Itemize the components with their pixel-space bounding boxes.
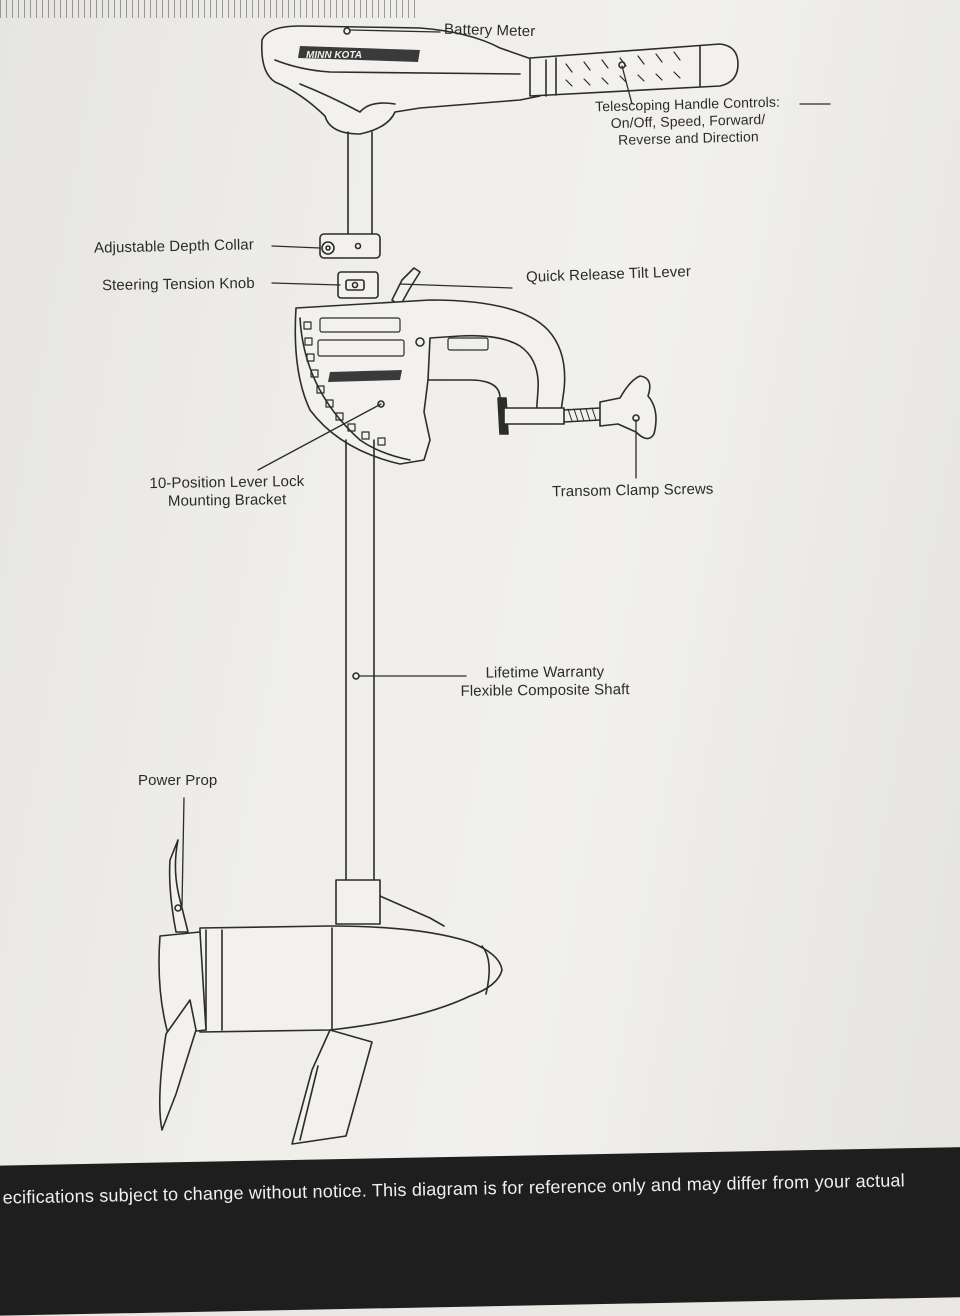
label-shaft: Lifetime Warranty Flexible Composite Sha…: [440, 663, 650, 701]
battery-meter-indicator-icon: [343, 27, 351, 35]
page-edge-ticks: [0, 0, 420, 18]
label-shaft-line1: Lifetime Warranty: [485, 663, 605, 682]
leader-handle-controls: [621, 65, 633, 105]
depth-collar: [319, 233, 381, 259]
motor-head: MINN KOTA: [260, 25, 541, 135]
leader-battery-meter: [350, 29, 441, 33]
leader-steering-knob: [271, 282, 341, 286]
trolling-motor-diagram: MINN KOTA: [158, 25, 831, 1145]
label-telescoping-handle: Telescoping Handle Controls: On/Off, Spe…: [577, 93, 798, 150]
clamp-thread: [567, 407, 597, 422]
upper-shaft: [347, 131, 373, 237]
bracket-lever-lock-slots: [303, 321, 386, 446]
footer-disclaimer: ecifications subject to change without n…: [2, 1170, 906, 1208]
steering-tension-knob: [337, 271, 379, 299]
mounting-bracket: [294, 299, 566, 465]
brand-logo-text: MINN KOTA: [306, 50, 362, 61]
composite-shaft: [345, 439, 375, 881]
lower-unit: [199, 879, 503, 1145]
label-clamp-screws: Transom Clamp Screws: [551, 480, 714, 501]
label-depth-collar: Adjustable Depth Collar: [93, 236, 255, 257]
label-bracket-line1: 10-Position Lever Lock: [149, 472, 305, 493]
handle-grip-slots: [565, 51, 681, 87]
brand-logo: MINN KOTA: [298, 46, 420, 62]
leader-bracket: [257, 403, 382, 471]
leader-depth-collar: [271, 245, 321, 249]
label-power-prop: Power Prop: [138, 772, 218, 789]
label-bracket-line2: Mounting Bracket: [167, 491, 287, 510]
label-shaft-line2: Flexible Composite Shaft: [460, 681, 630, 700]
label-steering-knob: Steering Tension Knob: [101, 274, 255, 295]
telescoping-handle: [529, 43, 739, 97]
footer-banner: ecifications subject to change without n…: [0, 1146, 960, 1316]
label-battery-meter: Battery Meter: [443, 20, 536, 41]
power-prop: [158, 839, 207, 1131]
leader-power-prop: [181, 797, 185, 907]
leader-tilt-lever: [399, 283, 513, 289]
shaft-marker-icon: [352, 672, 360, 680]
label-bracket: 10-Position Lever Lock Mounting Bracket: [132, 473, 322, 512]
leader-lines: [181, 29, 831, 907]
transom-clamp-screw: [497, 375, 657, 440]
